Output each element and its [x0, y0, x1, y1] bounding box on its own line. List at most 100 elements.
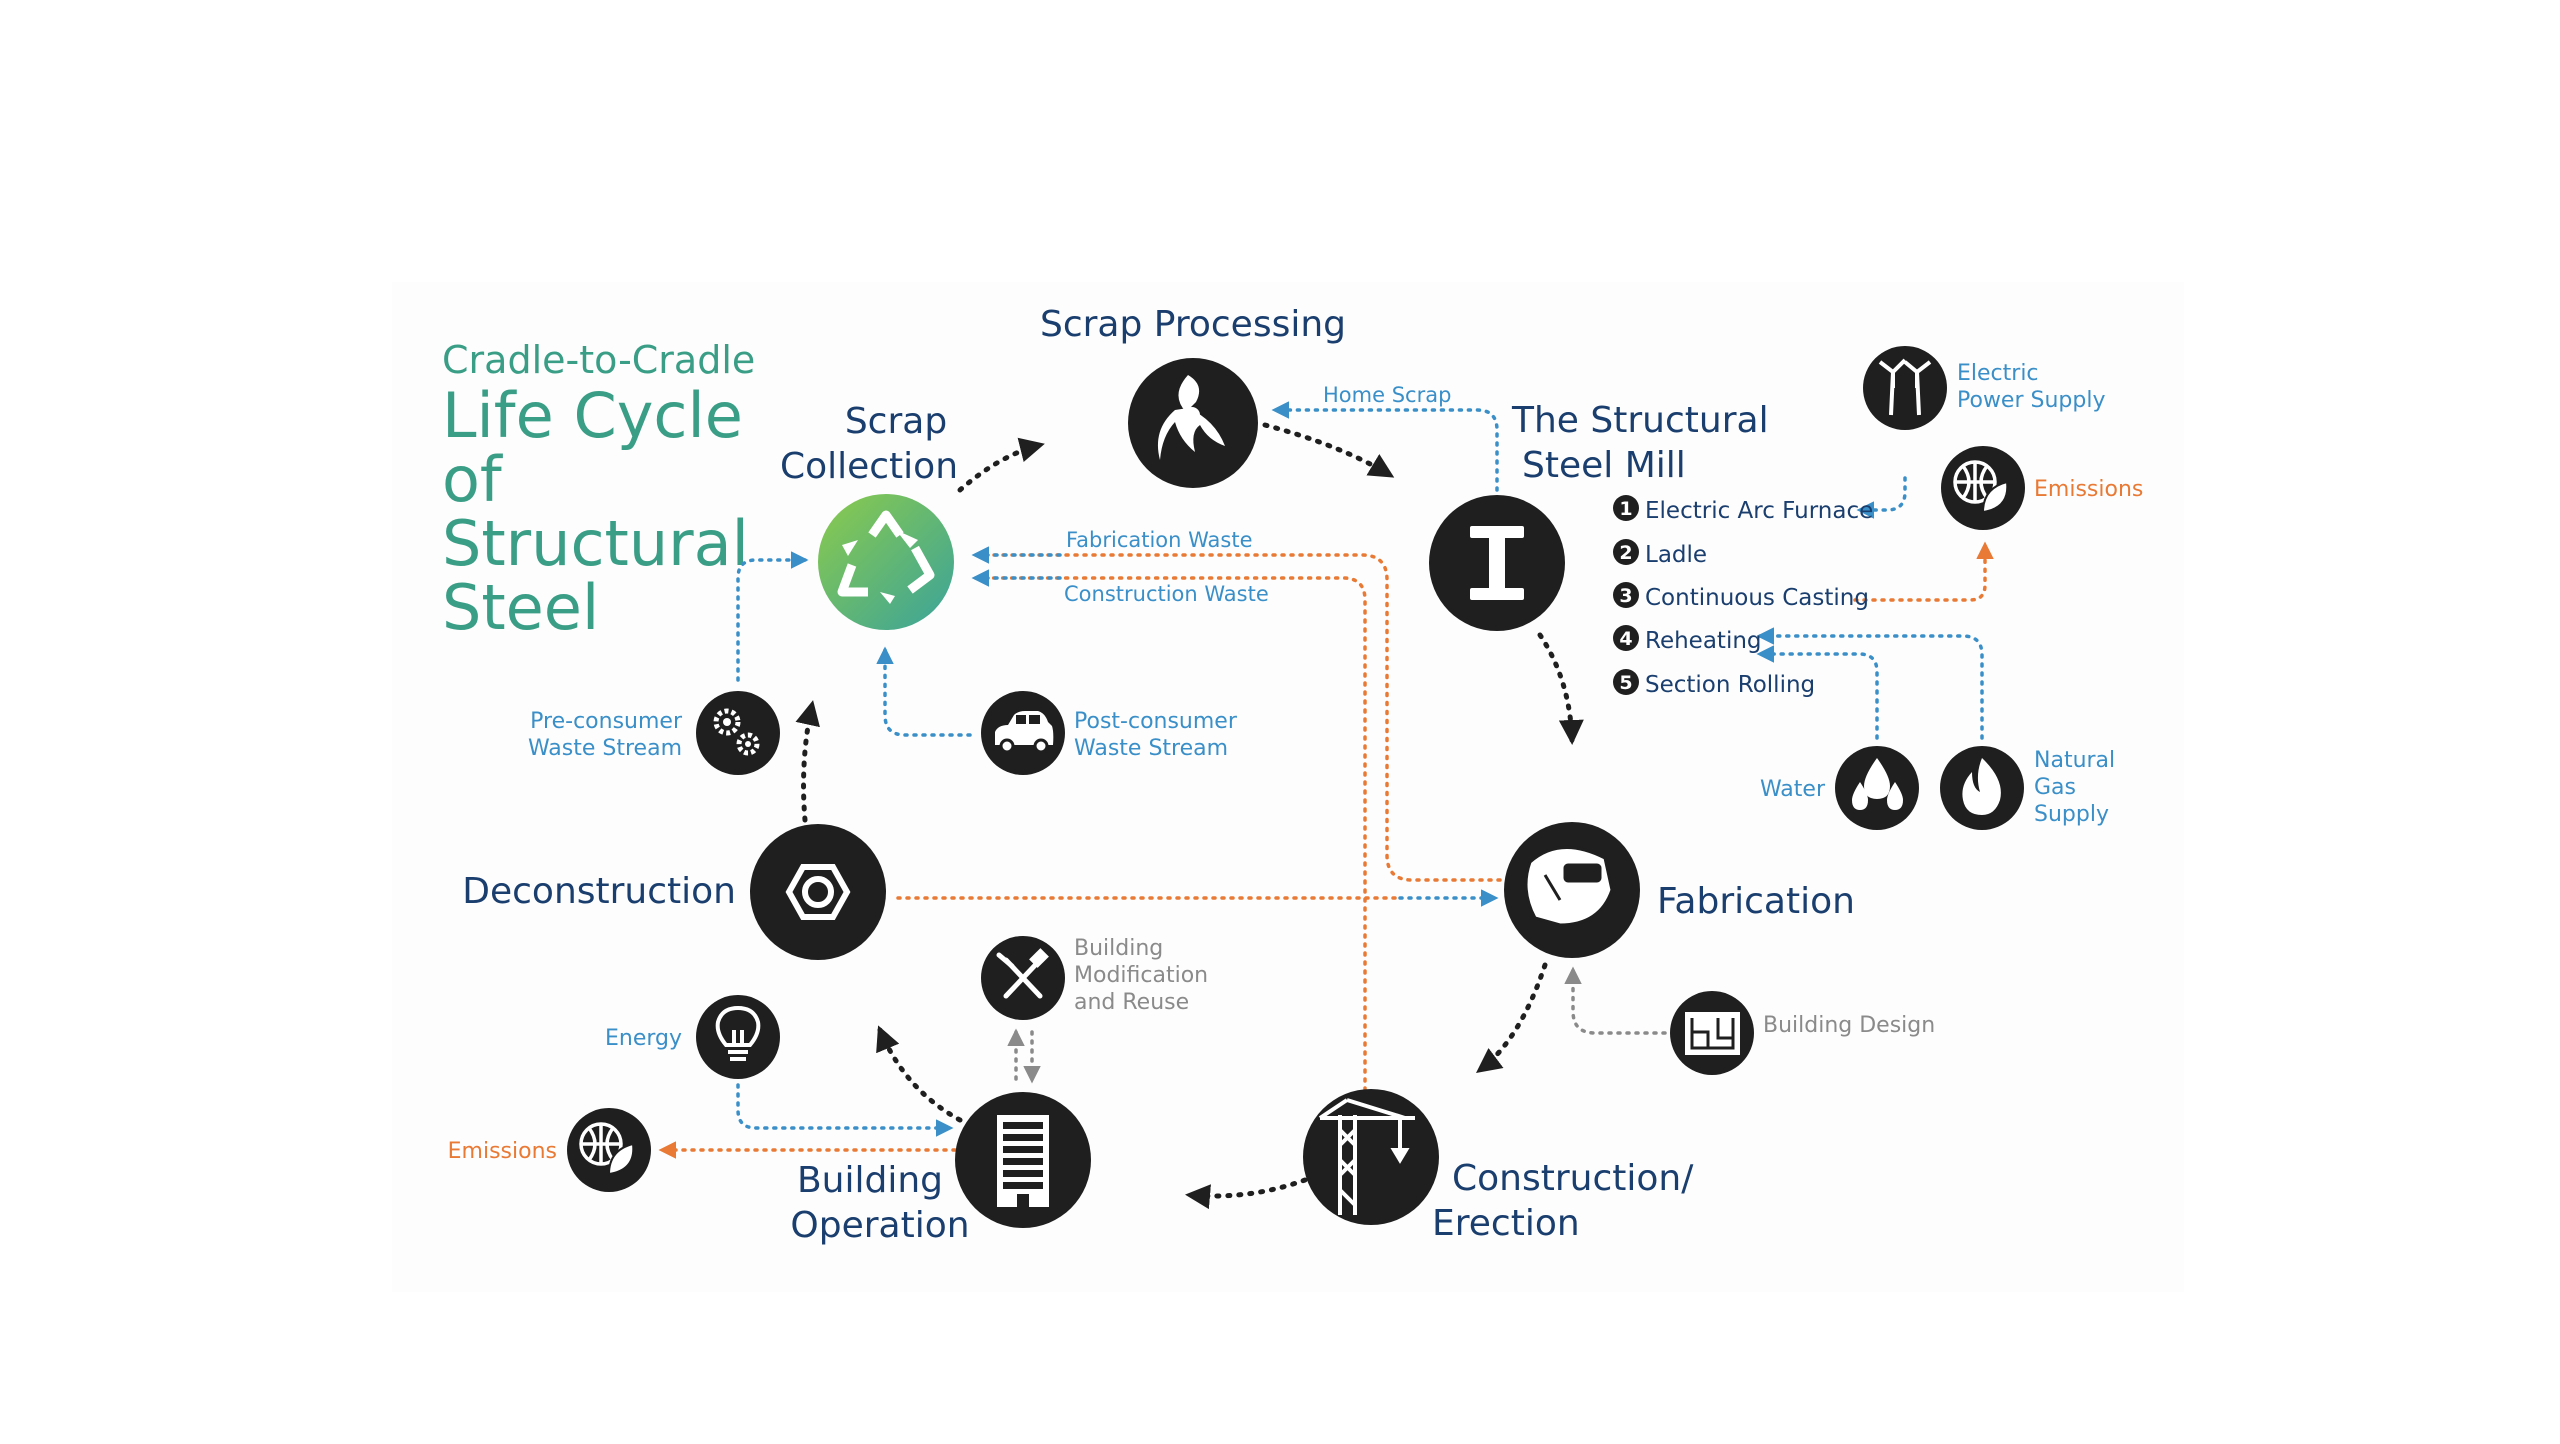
gears-icon [696, 691, 780, 775]
title-line-2: of [442, 443, 504, 516]
node-building-operation[interactable]: Building Operation [790, 1092, 1091, 1246]
tower-crane-icon [1303, 1089, 1439, 1225]
mill-step: 3 Continuous Casting [1613, 582, 1869, 611]
node-label: Fabrication [1657, 881, 1855, 922]
node-label-line-2: Collection [780, 446, 958, 487]
flow-gas [1756, 627, 1984, 740]
svg-text:4: 4 [1619, 628, 1632, 650]
node-energy[interactable]: Energy [605, 995, 780, 1079]
mill-step: 2 Ladle [1613, 539, 1707, 568]
material-flows [658, 401, 1994, 1159]
flow-casting-emissions [1853, 541, 1994, 602]
svg-text:3: 3 [1619, 585, 1632, 607]
side-label-line-3: and Reuse [1074, 990, 1189, 1015]
node-label-line-2: Operation [790, 1205, 969, 1246]
step-number-badge [1613, 495, 1639, 521]
node-label-line-1: Scrap [845, 401, 947, 442]
node-label-line-1: Construction/ [1452, 1158, 1694, 1199]
cycle-arrows [795, 422, 1584, 1210]
side-label-line-2: Waste Stream [1074, 736, 1228, 761]
title-line-1: Life Cycle [442, 379, 743, 452]
node-label: Scrap Processing [1040, 304, 1346, 345]
mill-step: 4 Reheating [1613, 625, 1762, 654]
node-label-line-1: Building [797, 1160, 943, 1201]
flow-construction-waste [973, 576, 1367, 1092]
step-label: Reheating [1645, 628, 1762, 654]
side-label-line-1: Building [1074, 936, 1163, 961]
title-kicker: Cradle-to-Cradle [442, 338, 755, 382]
label-fabrication-waste: Fabrication Waste [1066, 528, 1253, 552]
arrow-deconstruction-to-collection [795, 700, 820, 823]
flow-electric-power [1856, 476, 1907, 519]
side-label-line-2: Power Supply [1957, 388, 2105, 413]
node-fabrication[interactable]: Fabrication [1504, 822, 1855, 958]
node-natural-gas[interactable]: Natural Gas Supply [1940, 746, 2115, 830]
svg-text:2: 2 [1619, 542, 1632, 564]
title-line-4: Steel [442, 571, 599, 644]
hex-nut-icon [750, 824, 886, 960]
step-label: Continuous Casting [1645, 585, 1869, 611]
side-label: Energy [605, 1026, 682, 1051]
side-label: Emissions [2034, 477, 2143, 502]
node-scrap-collection[interactable]: Scrap Collection [780, 401, 958, 630]
node-mill-emissions[interactable]: Emissions [1941, 446, 2143, 530]
node-steel-mill[interactable]: The Structural Steel Mill [1429, 400, 1769, 631]
node-building-modification[interactable]: Building Modification and Reuse [981, 936, 1208, 1020]
mill-step: 5 Section Rolling [1613, 669, 1815, 698]
flow-home-scrap [1271, 401, 1499, 492]
mill-steps-list: 1 Electric Arc Furnace 2 Ladle 3 Continu… [1613, 495, 1873, 698]
node-pre-consumer[interactable]: Pre-consumer Waste Stream [528, 691, 780, 775]
label-construction-waste: Construction Waste [1064, 582, 1269, 606]
side-label: Emissions [448, 1139, 557, 1164]
arrow-collection-to-processing [957, 437, 1045, 493]
side-label: Building Design [1763, 1013, 1935, 1038]
flow-energy [736, 1083, 954, 1137]
side-label-line-2: Modification [1074, 963, 1208, 988]
flow-fabrication-waste [973, 553, 1502, 882]
flow-post-consumer [876, 646, 972, 737]
label-home-scrap: Home Scrap [1323, 383, 1451, 407]
side-label-line-2: Waste Stream [528, 736, 682, 761]
flow-pre-consumer [736, 551, 809, 682]
flow-water [1756, 645, 1879, 740]
node-building-emissions[interactable]: Emissions [448, 1108, 651, 1192]
side-label: Water [1760, 777, 1826, 802]
step-number-badge [1613, 669, 1639, 695]
step-number-badge [1613, 539, 1639, 565]
svg-text:1: 1 [1619, 498, 1632, 520]
node-label-line-1: The Structural [1511, 400, 1769, 441]
node-scrap-processing[interactable]: Scrap Processing [1040, 304, 1346, 488]
side-label-line-2: Gas [2034, 775, 2076, 800]
node-electric-power[interactable]: Electric Power Supply [1863, 346, 2105, 430]
step-number-badge [1613, 625, 1639, 651]
arrow-fabrication-to-construction [1476, 962, 1548, 1074]
mill-step: 1 Electric Arc Furnace [1613, 495, 1873, 524]
node-construction[interactable]: Construction/ Erection [1303, 1089, 1694, 1244]
wind-turbine-icon [1863, 346, 1947, 430]
step-label: Section Rolling [1645, 672, 1815, 698]
step-label: Ladle [1645, 542, 1707, 568]
title-line-3: Structural [442, 507, 749, 580]
node-label-line-2: Steel Mill [1522, 445, 1686, 486]
side-label-line-1: Natural [2034, 748, 2115, 773]
light-bulb-icon [696, 995, 780, 1079]
side-label-line-1: Electric [1957, 361, 2039, 386]
svg-text:5: 5 [1619, 672, 1632, 694]
arrow-construction-to-operation [1185, 1177, 1308, 1210]
arrow-processing-to-mill [1262, 422, 1395, 478]
arrow-mill-to-fabrication [1537, 632, 1584, 745]
side-label-line-1: Post-consumer [1074, 709, 1238, 734]
step-label: Electric Arc Furnace [1645, 498, 1873, 524]
node-label: Deconstruction [462, 871, 736, 912]
side-label-line-3: Supply [2034, 802, 2109, 827]
node-water[interactable]: Water [1760, 746, 1919, 830]
step-number-badge [1613, 582, 1639, 608]
node-post-consumer[interactable]: Post-consumer Waste Stream [981, 691, 1238, 775]
side-label-line-1: Pre-consumer [530, 709, 683, 734]
node-label-line-2: Erection [1432, 1203, 1580, 1244]
node-building-design[interactable]: Building Design [1670, 991, 1935, 1075]
node-deconstruction[interactable]: Deconstruction [462, 824, 886, 960]
arrow-operation-to-deconstruction [876, 1025, 963, 1123]
